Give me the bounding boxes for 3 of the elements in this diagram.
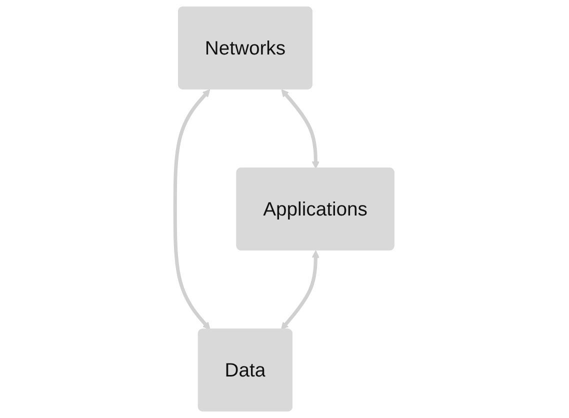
arrow xyxy=(281,89,320,169)
arrow xyxy=(280,250,320,330)
arrow xyxy=(173,89,210,330)
